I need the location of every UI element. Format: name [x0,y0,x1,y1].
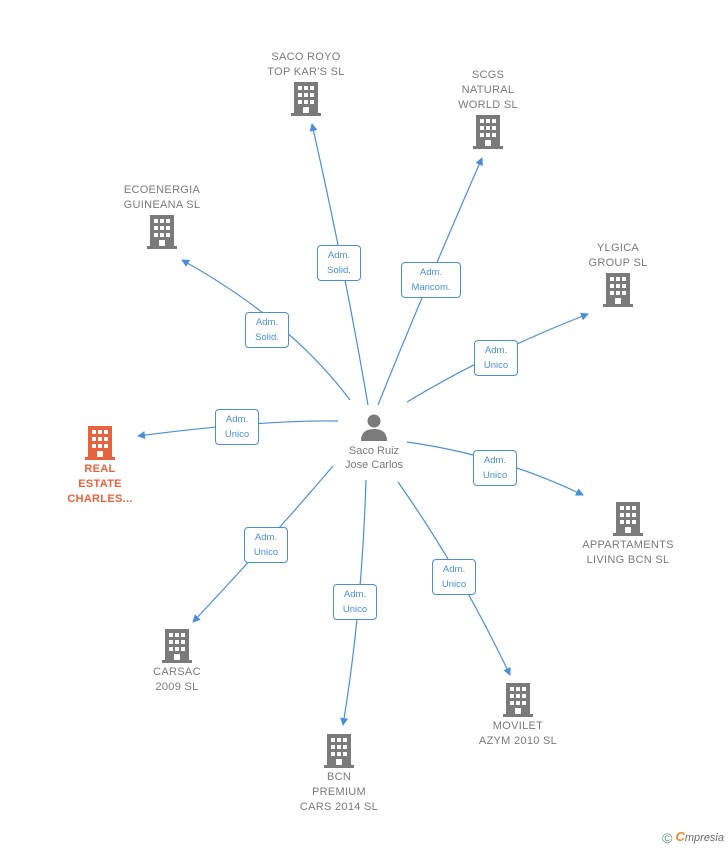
company-node-saco-royo[interactable]: SACO ROYO TOP KAR'S SL [246,50,366,118]
company-name: MOVILET AZYM 2010 SL [478,720,558,747]
company-name: REAL ESTATE CHARLES... [67,463,133,505]
building-icon [473,115,503,149]
role-badge-saco-royo[interactable]: Adm. Solid. [317,245,361,281]
brand-name: mpresia [684,831,724,844]
company-node-bcn-premium[interactable]: BCN PREMIUM CARS 2014 SL [279,732,399,815]
brand-initial: C [675,828,685,844]
building-icon [291,82,321,116]
person-icon [361,414,387,441]
company-name: SCGS NATURAL WORLD SL [458,69,518,111]
building-icon [85,426,115,460]
role-badge-real-estate[interactable]: Adm. Unico [215,409,259,445]
building-icon [603,273,633,307]
role-badge-bcn-premium[interactable]: Adm. Unico [333,584,377,620]
building-icon [324,734,354,768]
role-badge-ecoenergia[interactable]: Adm. Solid. [245,312,289,348]
building-icon [613,502,643,536]
company-name: ECOENERGIA GUINEANA SL [123,184,201,211]
person-node[interactable]: Saco Ruiz Jose Carlos [322,412,426,472]
company-node-ylgica[interactable]: YLGICA GROUP SL [558,241,678,309]
role-badge-ylgica[interactable]: Adm. Unico [474,340,518,376]
person-name: Saco Ruiz Jose Carlos [344,445,404,471]
copyright-icon: © [662,830,673,846]
role-badge-appartaments[interactable]: Adm. Unico [473,450,517,486]
company-name: SACO ROYO TOP KAR'S SL [267,51,345,78]
company-node-ecoenergia[interactable]: ECOENERGIA GUINEANA SL [102,183,222,251]
company-name: BCN PREMIUM CARS 2014 SL [299,771,379,813]
role-badge-movilet[interactable]: Adm. Unico [432,559,476,595]
building-icon [503,683,533,717]
building-icon [147,215,177,249]
company-node-carsac[interactable]: CARSAC 2009 SL [117,627,237,695]
company-node-real-estate[interactable]: REAL ESTATE CHARLES... [40,424,160,507]
role-badge-carsac[interactable]: Adm. Unico [244,527,288,563]
footer-brand: © Cmpresia [662,829,724,846]
company-node-scgs[interactable]: SCGS NATURAL WORLD SL [428,68,548,151]
company-name: CARSAC 2009 SL [153,666,201,693]
company-name: APPARTAMENTS LIVING BCN SL [582,539,674,566]
role-badge-scgs[interactable]: Adm. Mancom. [401,262,461,298]
company-node-appartaments[interactable]: APPARTAMENTS LIVING BCN SL [568,500,688,568]
company-node-movilet[interactable]: MOVILET AZYM 2010 SL [458,681,578,749]
company-name: YLGICA GROUP SL [588,242,648,269]
building-icon [162,629,192,663]
